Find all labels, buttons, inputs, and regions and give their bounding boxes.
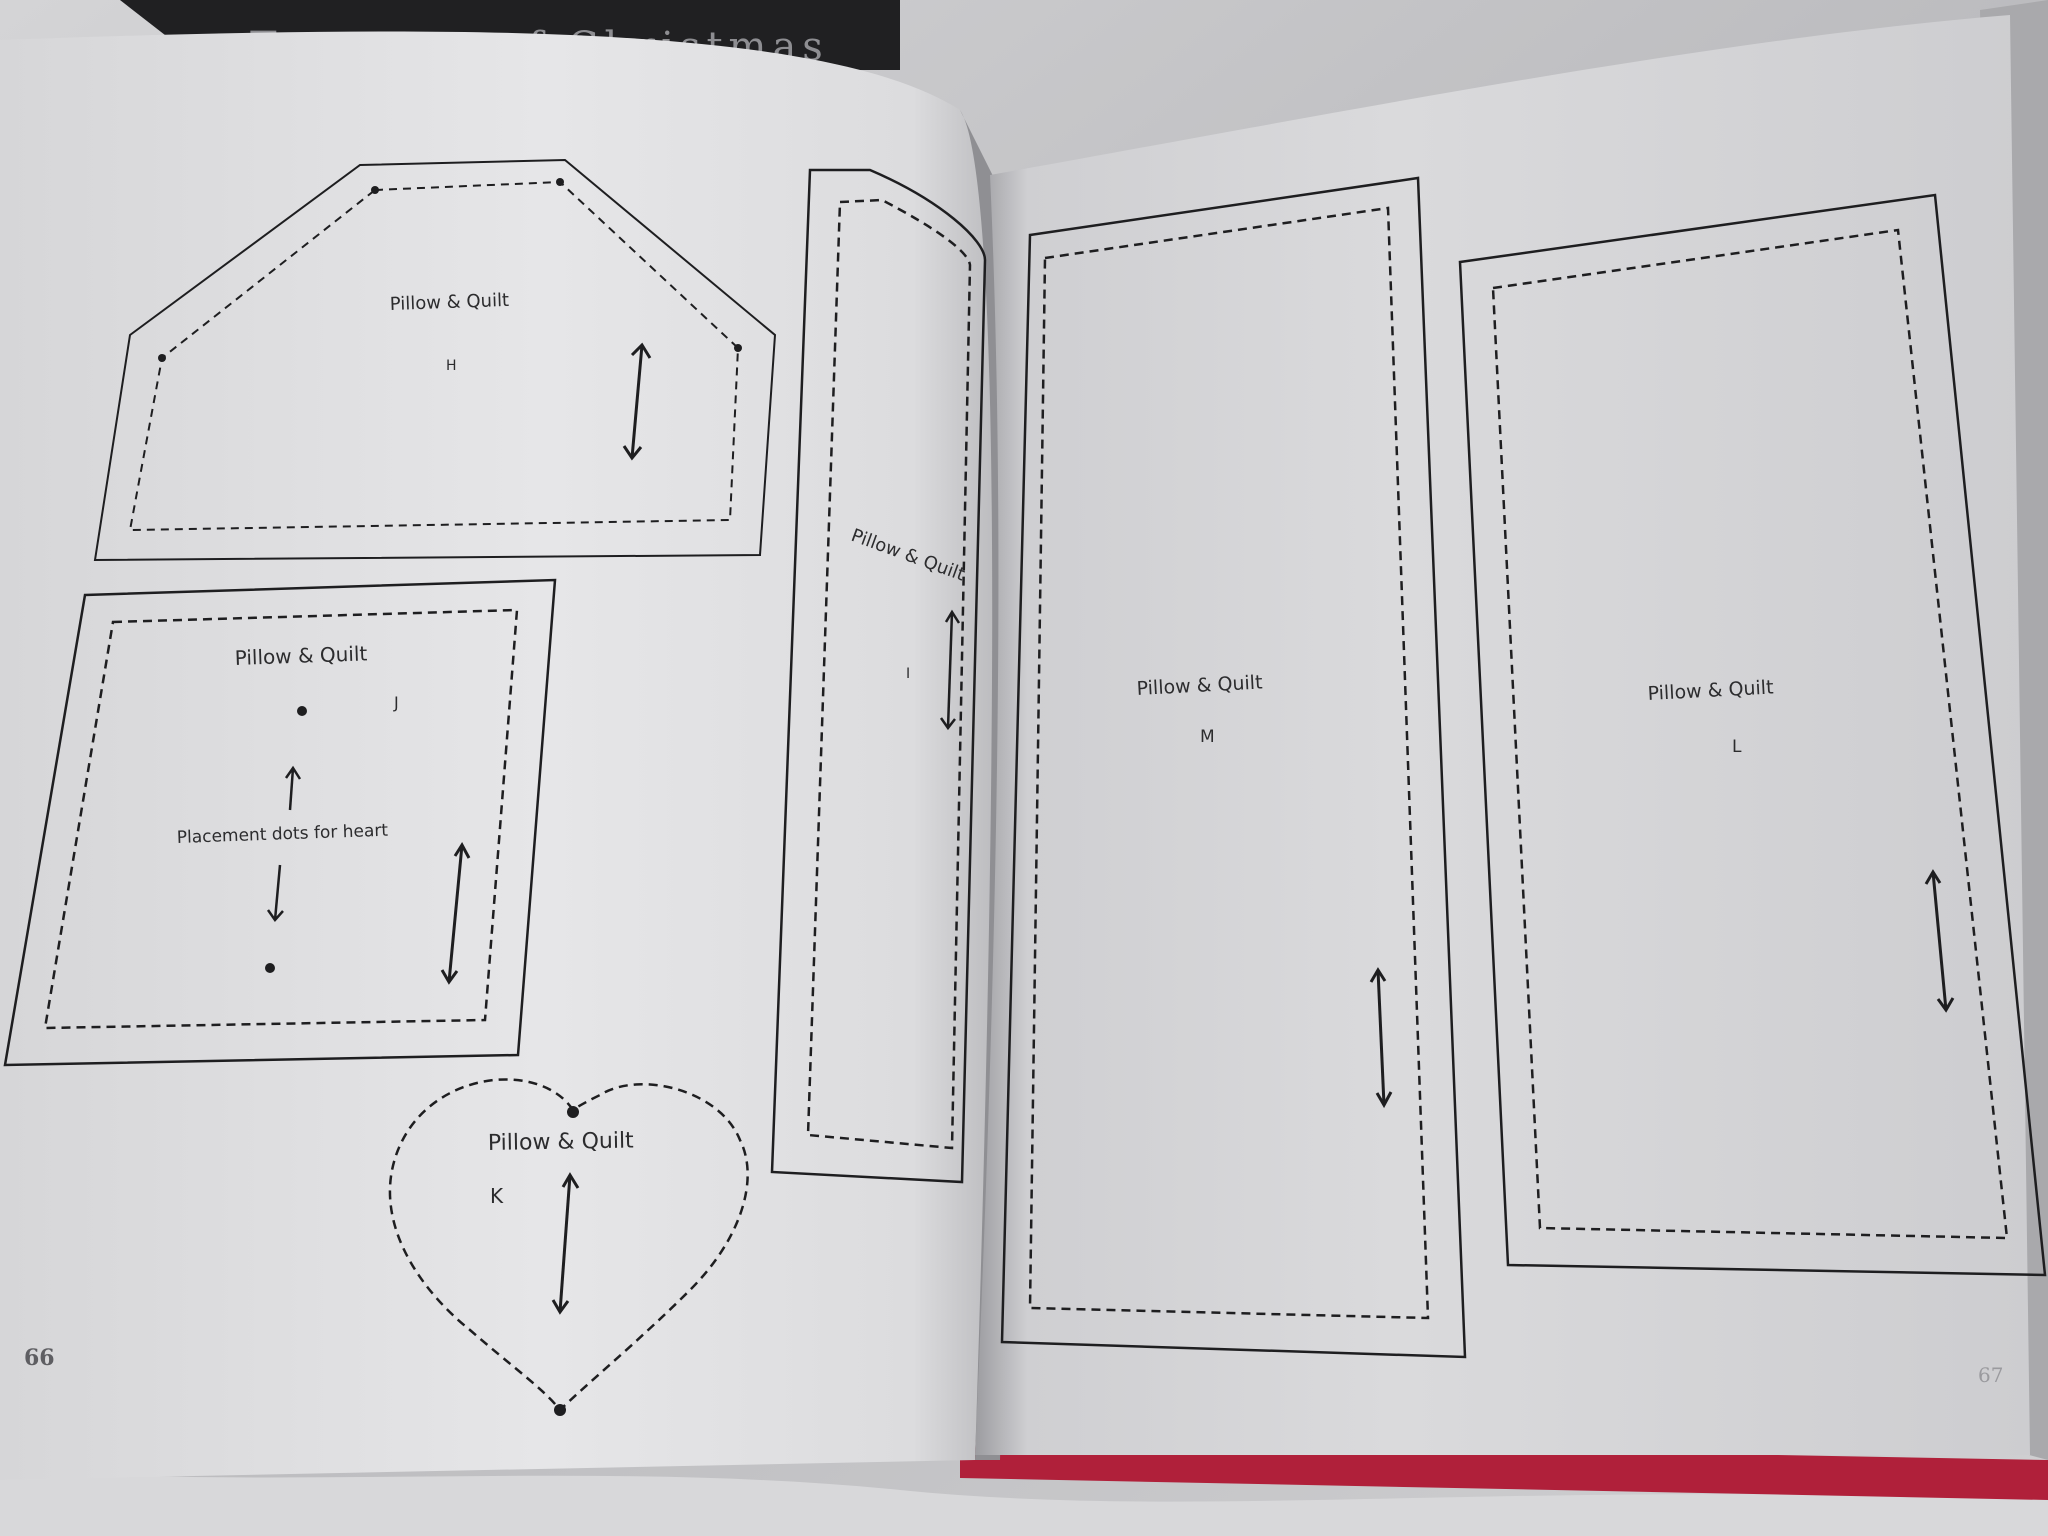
pattern-l-grainline-arrow	[1924, 869, 1955, 1013]
pattern-m-seam-line	[1028, 206, 1430, 1320]
pattern-j-cut-line	[3, 578, 557, 1067]
right-page-number: 67	[1978, 1363, 2003, 1387]
pattern-l-seam-line	[1491, 228, 2009, 1240]
pattern-j-placement-dot-bottom	[265, 963, 275, 973]
pattern-j-letter: J	[393, 693, 399, 712]
pattern-l-cut-line	[1458, 193, 2047, 1277]
pattern-j-seam-line	[43, 608, 519, 1030]
pattern-k-seam-line	[388, 1078, 749, 1412]
pattern-j-placement-dot-top	[297, 706, 307, 716]
pattern-i	[770, 168, 987, 1184]
pattern-m-cut-line	[1000, 176, 1467, 1359]
left-page-number: 66	[24, 1345, 55, 1371]
pattern-l-letter: L	[1732, 737, 1742, 757]
pattern-m	[1000, 176, 1467, 1359]
right-page	[975, 15, 2030, 1455]
pattern-h-grainline-arrow	[622, 342, 652, 461]
pattern-i-letter: I	[906, 666, 910, 682]
left-page	[0, 31, 993, 1481]
pattern-m-grainline-arrow	[1369, 967, 1393, 1109]
pattern-k-dot-top	[567, 1106, 579, 1118]
pattern-k-dot-bottom	[554, 1404, 566, 1416]
pattern-j-name: Pillow & Quilt	[234, 641, 367, 670]
pattern-k-grainline-arrow	[551, 1172, 580, 1315]
pattern-j-grainline-arrow	[440, 842, 471, 985]
pattern-h-cut-line	[93, 158, 777, 562]
pattern-k-name: Pillow & Quilt	[488, 1128, 635, 1156]
pattern-i-cut-line	[770, 168, 987, 1184]
pattern-i-grainline-arrow	[939, 609, 961, 731]
pattern-k	[388, 1078, 749, 1412]
pattern-h-name: Pillow & Quilt	[389, 290, 509, 315]
pattern-m-letter: M	[1200, 727, 1215, 747]
fabric-bottom-folds	[0, 1470, 2048, 1536]
pattern-j	[3, 578, 557, 1067]
pattern-l	[1458, 193, 2047, 1277]
pattern-h	[93, 158, 777, 562]
pattern-h-letter: H	[446, 358, 457, 374]
pattern-j-placement-arrow-up	[284, 765, 302, 811]
pattern-i-seam-line	[806, 198, 972, 1150]
pattern-k-letter: K	[490, 1184, 504, 1208]
pattern-j-placement-arrow-down	[266, 864, 284, 923]
